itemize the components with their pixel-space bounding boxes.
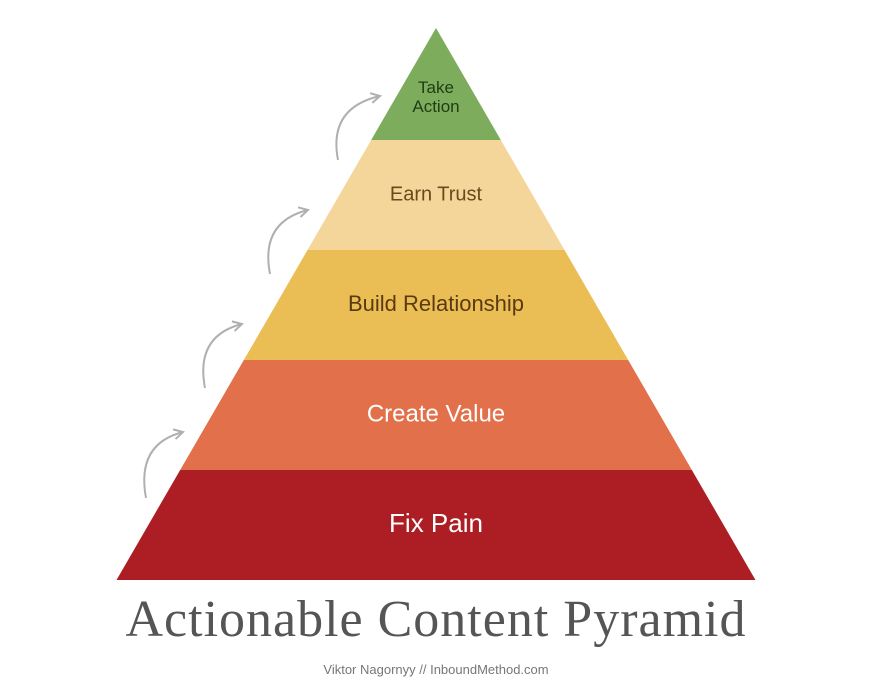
pyramid-level-2 <box>307 140 565 250</box>
diagram-title: Actionable Content Pyramid <box>125 591 747 648</box>
author-credit: Viktor Nagornyy // InboundMethod.com <box>323 662 549 677</box>
curved-arrow-icon <box>335 92 383 161</box>
pyramid-level-1-label: Action <box>412 97 459 116</box>
pyramid-level-3 <box>243 250 629 360</box>
pyramid-level-5-label: Fix Pain <box>389 508 483 538</box>
pyramid-level-1 <box>371 28 501 140</box>
pyramid-level-3-label: Build Relationship <box>348 291 524 316</box>
pyramid-level-4 <box>180 360 692 470</box>
pyramid-level-1-label: Take <box>418 78 454 97</box>
curved-arrow-icon <box>143 428 185 499</box>
pyramid-level-4-label: Create Value <box>367 400 505 427</box>
curved-arrow-icon <box>267 206 310 275</box>
curved-arrow-icon <box>202 320 244 389</box>
progression-arrows <box>143 92 383 499</box>
pyramid-level-5 <box>116 470 756 580</box>
pyramid-level-2-label: Earn Trust <box>390 183 483 205</box>
